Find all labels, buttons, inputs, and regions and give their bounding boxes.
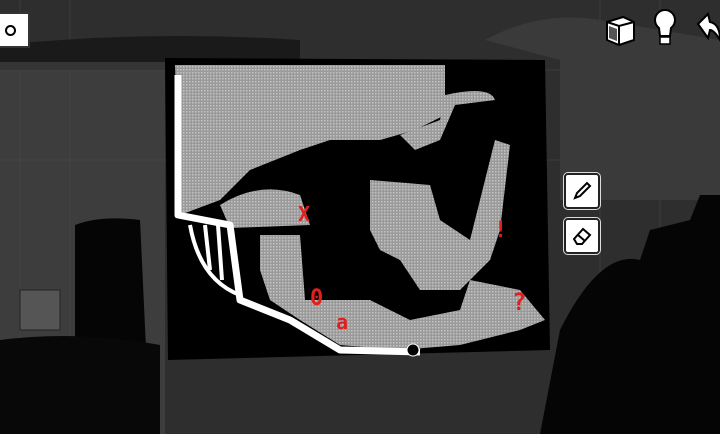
menu-button[interactable] [0,12,30,48]
map-marker-exclaim: ! [494,218,508,243]
pause-card-icon [4,24,16,36]
drawn-path-branches [188,224,241,297]
lightbulb-icon [654,8,676,45]
pencil-button[interactable] [564,173,600,209]
map-marker-x: X [298,202,311,226]
hint-button[interactable] [652,8,678,48]
right-wall [485,17,720,200]
inventory-box-button[interactable] [602,12,638,48]
map-floor [175,65,545,350]
stairs-silhouette [540,195,720,434]
player-character [406,343,420,357]
map-marker-a: a [336,310,349,334]
floor-left [0,336,160,434]
eraser-button[interactable] [564,218,600,254]
map-marker-zero: 0 [310,286,324,311]
back-button[interactable] [694,10,720,44]
cage-prop [19,289,61,331]
box-icon [606,15,635,47]
drawn-path [174,75,421,356]
map-marker-question: ? [512,288,527,316]
undo-arrow-icon [696,12,720,42]
pencil-icon [573,181,592,200]
eraser-icon [572,227,592,245]
